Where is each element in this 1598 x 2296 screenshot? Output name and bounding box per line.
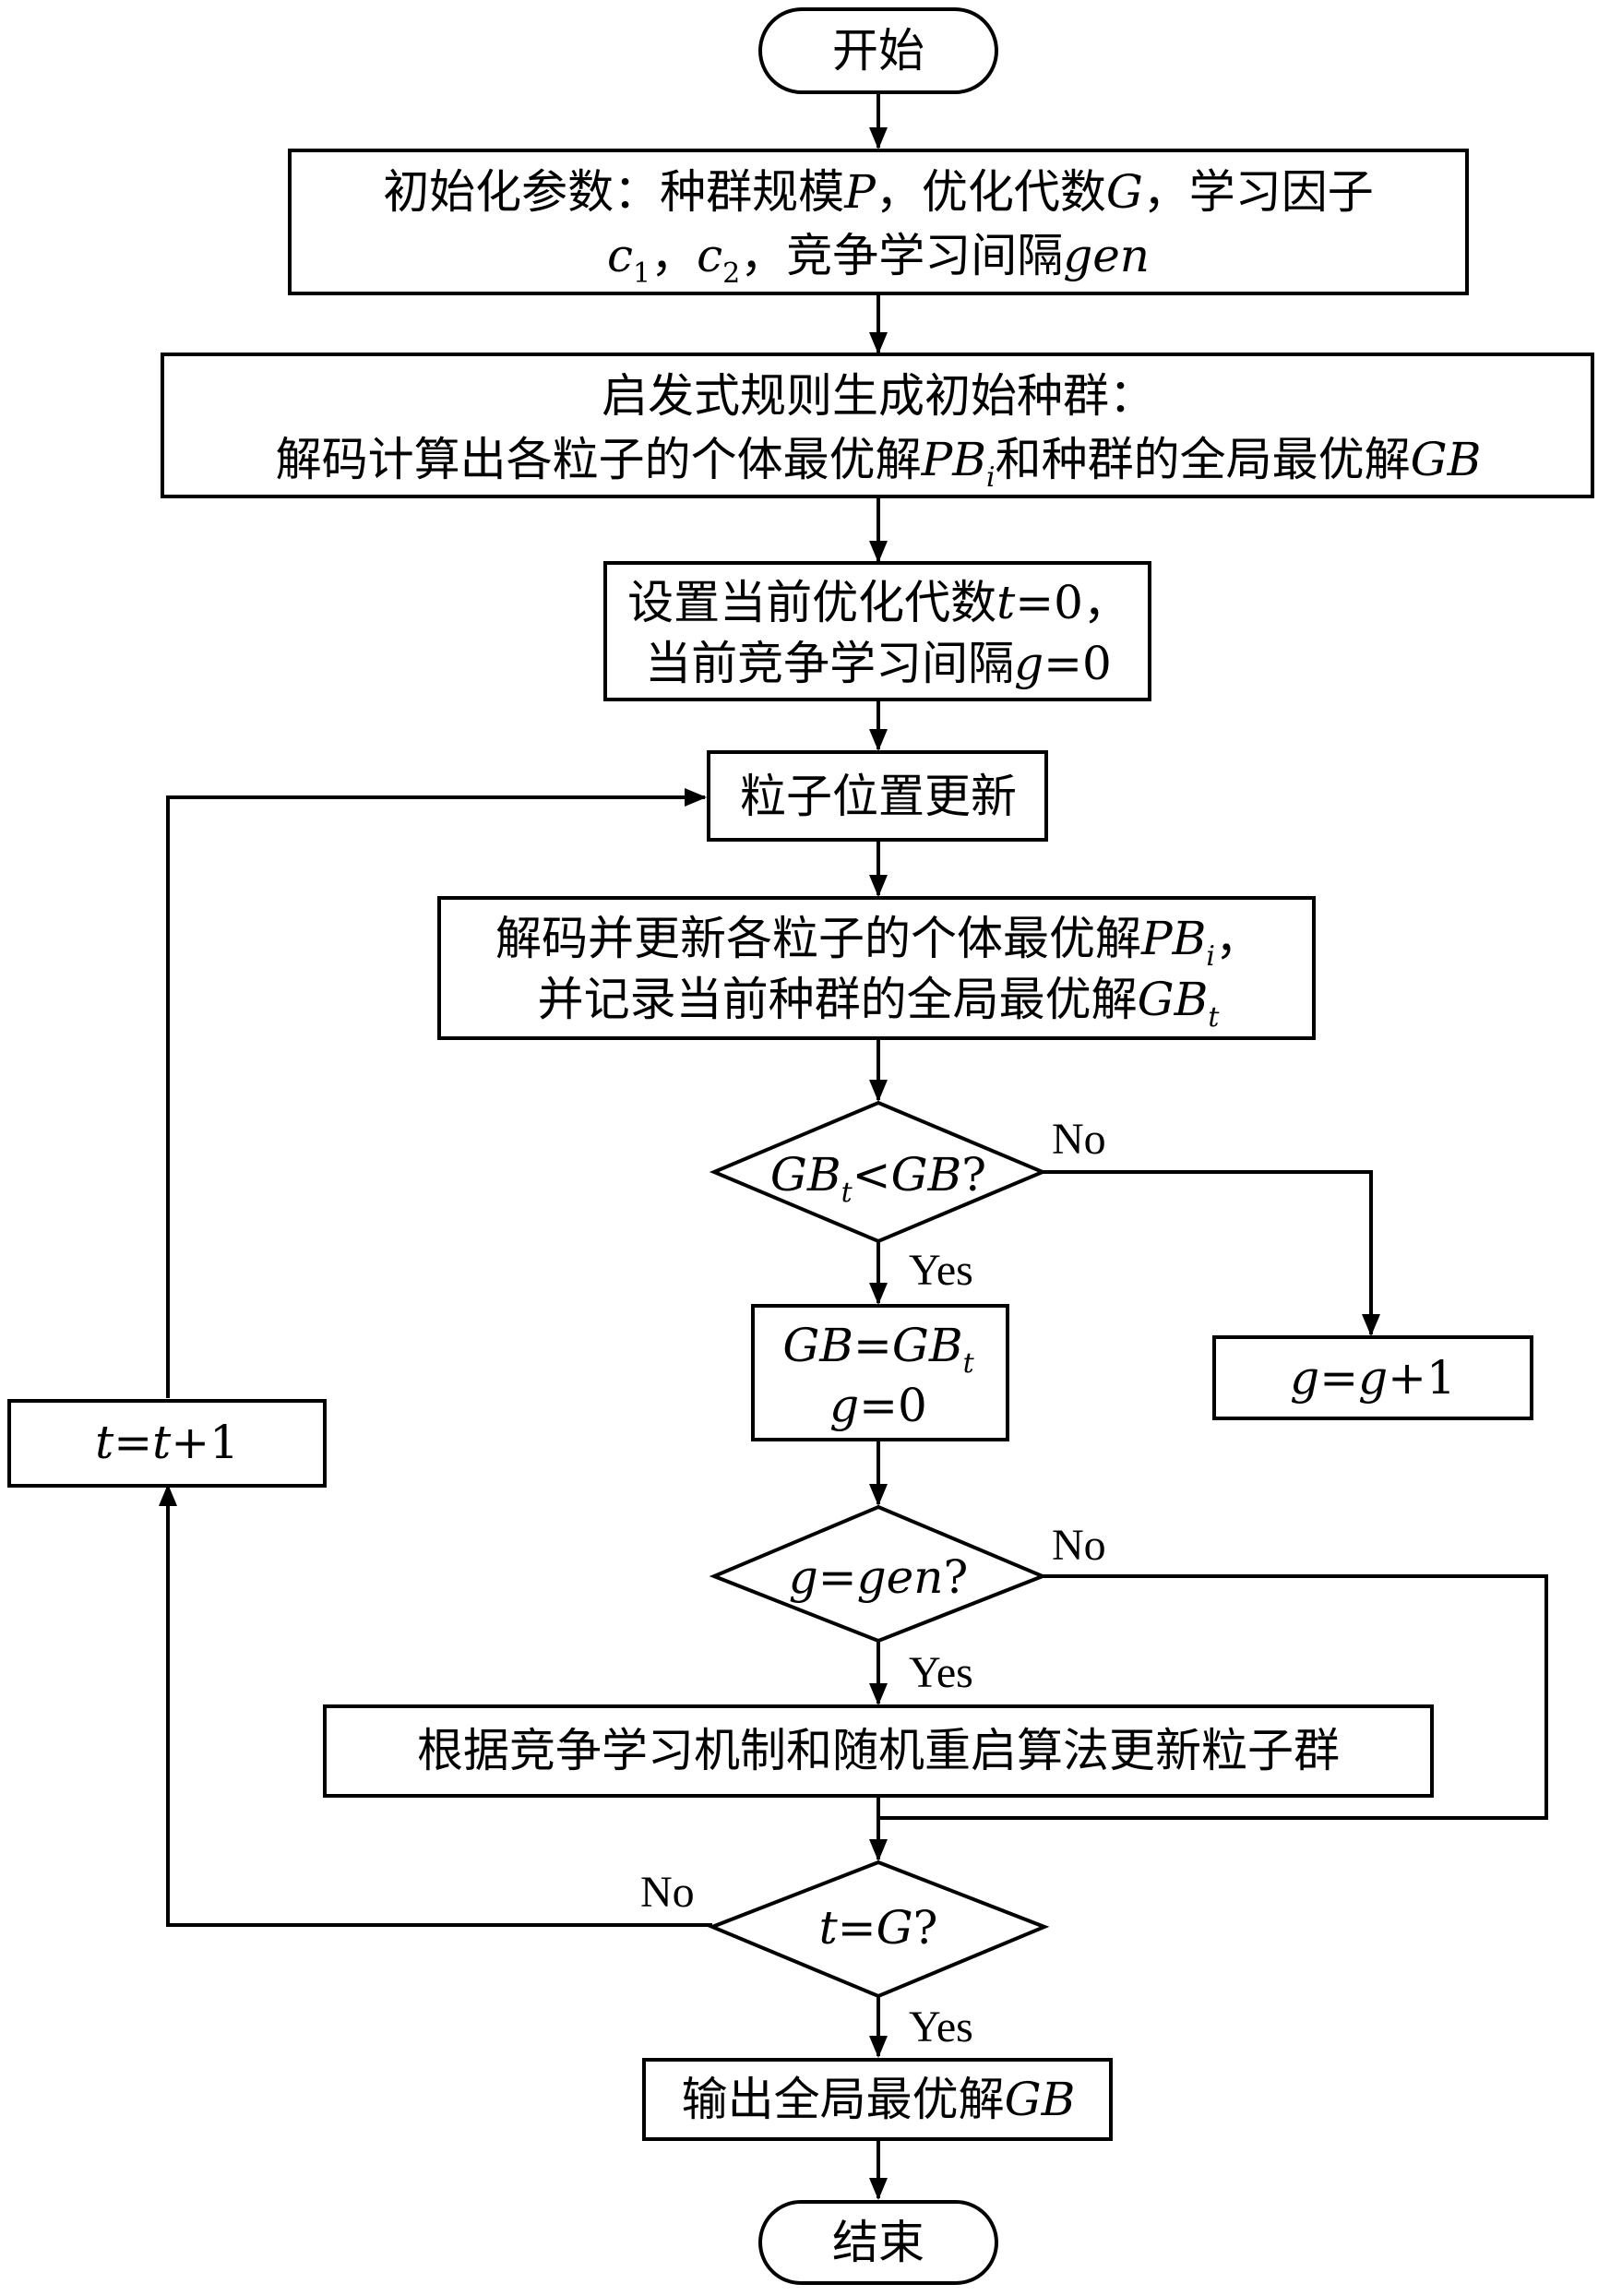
- decode-update-box: 解码并更新各粒子的个体最优解PBi， 并记录当前种群的全局最优解GBt: [437, 896, 1316, 1040]
- output-box: 输出全局最优解GB: [642, 2058, 1113, 2141]
- arrow-d3-no: [159, 1484, 712, 1927]
- t-increment-label: t=t+1: [95, 1416, 239, 1469]
- decision2-yes-label: Yes: [909, 1648, 973, 1697]
- update-position-box: 粒子位置更新: [707, 750, 1048, 842]
- set-line1: 设置当前优化代数t=0，: [627, 576, 1129, 629]
- decision-g-equals-gen: g=gen?: [709, 1504, 1048, 1644]
- init-line2: c1，c2，竞争学习间隔gen: [607, 229, 1150, 290]
- output-label: 输出全局最优解GB: [682, 2073, 1076, 2126]
- arrow-d1-no: [1043, 1170, 1380, 1336]
- decision1-label: GBt<GB?: [770, 1148, 986, 1209]
- update-swarm-label: 根据竞争学习机制和随机重启算法更新粒子群: [417, 1724, 1340, 1777]
- update-swarm-box: 根据竞争学习机制和随机重启算法更新粒子群: [323, 1704, 1434, 1798]
- update-position-label: 粒子位置更新: [740, 770, 1017, 823]
- decision-t-equals-G: t=G?: [707, 1860, 1050, 1999]
- decision-gbt-less-gb: GBt<GB?: [709, 1100, 1048, 1244]
- decision1-no-label: No: [1052, 1115, 1106, 1164]
- heuristic-line2: 解码计算出各粒子的个体最优解PBi和种群的全局最优解GB: [276, 433, 1482, 494]
- start-label: 开始: [832, 24, 924, 78]
- t-increment-box: t=t+1: [7, 1399, 327, 1488]
- assign-gb-box: GB=GBt g=0: [751, 1304, 1009, 1441]
- start-terminal: 开始: [758, 7, 998, 94]
- connectors: [159, 92, 1548, 2200]
- decision3-label: t=G?: [819, 1901, 938, 1955]
- decision3-yes-label: Yes: [909, 2003, 973, 2051]
- end-label: 结束: [832, 2216, 924, 2269]
- set-line2: 当前竞争学习间隔g=0: [645, 637, 1112, 690]
- decision1-yes-label: Yes: [909, 1246, 973, 1295]
- assign-line1: GB=GBt: [782, 1319, 974, 1380]
- init-line1: 初始化参数：种群规模P，优化代数G，学习因子: [383, 165, 1374, 219]
- g-increment-box: g=g+1: [1212, 1335, 1533, 1420]
- decode-line2: 并记录当前种群的全局最优解GBt: [538, 973, 1221, 1034]
- decode-line1: 解码并更新各粒子的个体最优解PBi，: [495, 912, 1261, 973]
- g-increment-label: g=g+1: [1290, 1351, 1456, 1405]
- assign-line2: g=0: [829, 1379, 927, 1432]
- end-terminal: 结束: [758, 2200, 998, 2285]
- set-counters-box: 设置当前优化代数t=0， 当前竞争学习间隔g=0: [603, 561, 1151, 701]
- decision2-label: g=gen?: [789, 1550, 969, 1604]
- heuristic-init-box: 启发式规则生成初始种群： 解码计算出各粒子的个体最优解PBi和种群的全局最优解G…: [161, 353, 1594, 498]
- heuristic-line1: 启发式规则生成初始种群：: [602, 369, 1155, 423]
- decision3-no-label: No: [640, 1868, 695, 1917]
- arrow-tinc-update: [166, 788, 707, 1398]
- arrow-d2-no: [878, 1574, 1548, 1820]
- init-parameters-box: 初始化参数：种群规模P，优化代数G，学习因子 c1，c2，竞争学习间隔gen: [288, 149, 1469, 295]
- decision2-no-label: No: [1052, 1521, 1106, 1570]
